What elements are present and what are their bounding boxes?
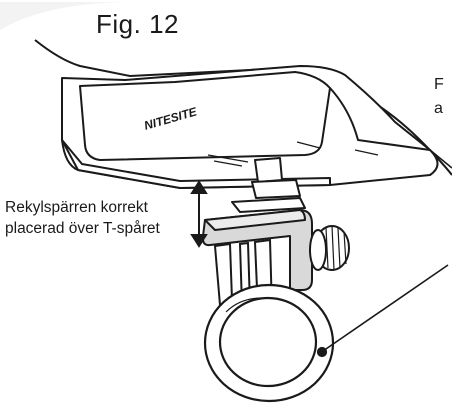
recoil-stop-callout-line1: Rekylspärren korrekt [5, 199, 148, 216]
t-slot-block [231, 157, 306, 213]
device-housing [34, 39, 452, 189]
right-callout-fragment: F a [434, 73, 444, 121]
figure-title: Fig. 12 [96, 9, 179, 39]
housing-highlights [207, 141, 379, 167]
scope-ring [203, 283, 335, 403]
right-callout-line2: a [434, 100, 443, 117]
background-arc [0, 1, 150, 30]
right-callout-line1: F [434, 76, 444, 93]
double-arrow-vertical-icon [190, 180, 208, 248]
recoil-stop-callout-line2: placerad över T-spåret [5, 220, 160, 237]
ring-leader-line [322, 264, 449, 352]
recoil-stop-callout: Rekylspärren korrekt placerad över T-spå… [5, 197, 160, 239]
recoil-stop-bar [201, 209, 313, 291]
callout-right-line [429, 149, 452, 169]
tension-knob [309, 225, 350, 271]
